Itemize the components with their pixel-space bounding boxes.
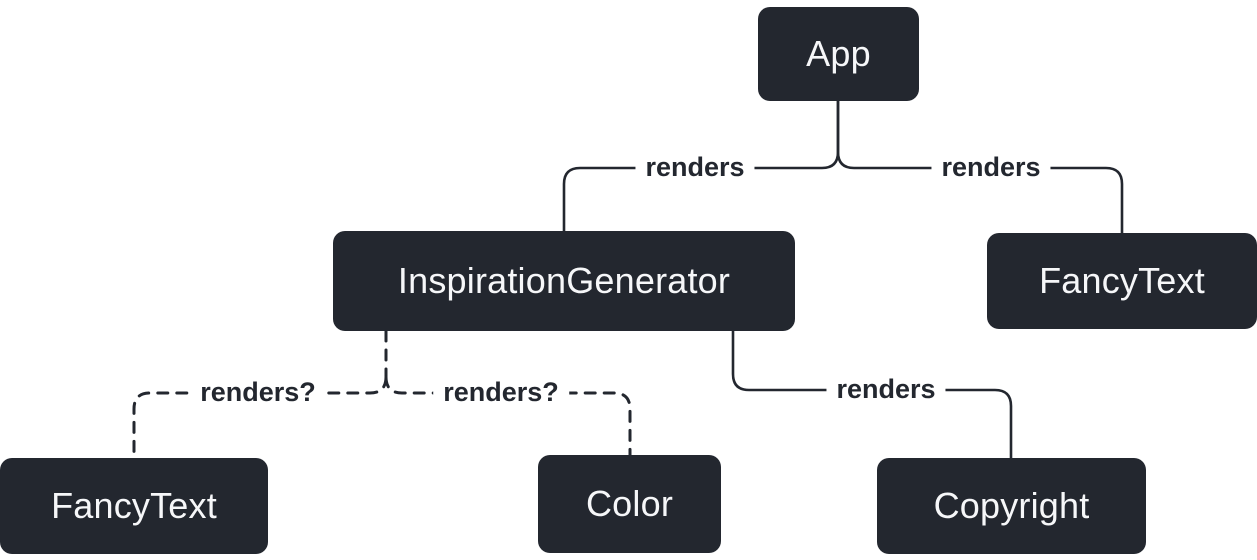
node-inspiration-generator: InspirationGenerator	[333, 231, 795, 331]
edge-label-inspirationgenerator-color: renders?	[433, 376, 569, 410]
node-color: Color	[538, 455, 721, 553]
node-fancy-text-top: FancyText	[987, 233, 1257, 329]
node-app: App	[758, 7, 919, 101]
edge-label-inspirationgenerator-copyright: renders	[826, 373, 946, 407]
node-fancy-text-bottom: FancyText	[0, 458, 268, 554]
node-copyright: Copyright	[877, 458, 1146, 554]
edge-label-app-inspirationgenerator: renders	[635, 151, 755, 185]
edge-inspirationgenerator-fancytext-dashed	[132, 375, 388, 460]
edge-label-app-fancytext: renders	[931, 151, 1051, 185]
edge-label-inspirationgenerator-fancytext: renders?	[190, 376, 326, 410]
edge-inspirationgenerator-color-dashed	[384, 375, 632, 457]
